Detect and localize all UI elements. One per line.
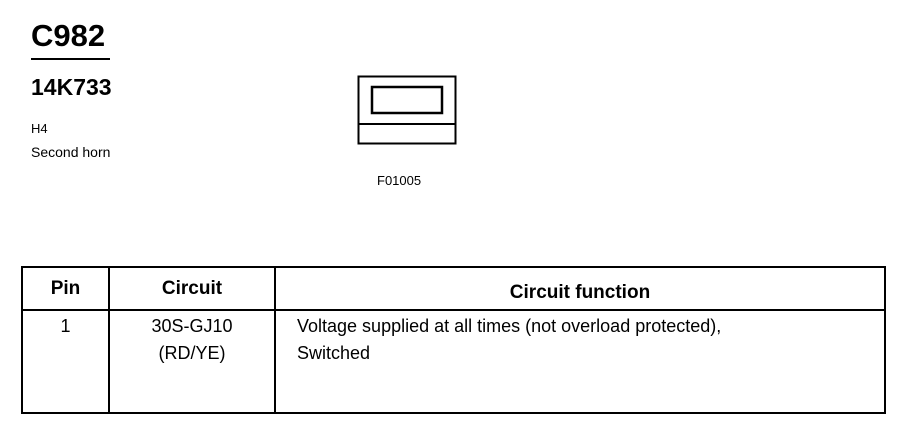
pin-number: 1	[60, 316, 71, 336]
wire-color: (RD/YE)	[158, 343, 226, 363]
pin-cell: 1	[21, 309, 110, 414]
circuit-column-header: Circuit	[108, 266, 276, 311]
figure-code: F01005	[377, 173, 422, 188]
connector-description: Second horn	[31, 144, 111, 160]
pin-column-header: Pin	[21, 266, 110, 311]
connector-id: C982	[31, 18, 106, 53]
circuit-cell: 30S-GJ10 (RD/YE)	[108, 309, 276, 414]
part-number: 14K733	[31, 74, 112, 100]
table-header-row: Pin Circuit Circuit function	[21, 266, 886, 311]
function-text-line1: Voltage supplied at all times (not overl…	[297, 316, 722, 336]
title-underline	[31, 58, 110, 60]
pinout-table: Pin Circuit Circuit function 1 30S-GJ10 …	[21, 266, 886, 414]
connector-face-icon	[357, 75, 457, 145]
function-text-line2: Switched	[297, 343, 371, 363]
function-column-header: Circuit function	[274, 266, 886, 311]
function-cell: Voltage supplied at all times (not overl…	[274, 309, 886, 414]
circuit-code: 30S-GJ10	[151, 316, 233, 336]
location-code: H4	[31, 121, 48, 136]
table-row: 1 30S-GJ10 (RD/YE) Voltage supplied at a…	[21, 309, 886, 414]
